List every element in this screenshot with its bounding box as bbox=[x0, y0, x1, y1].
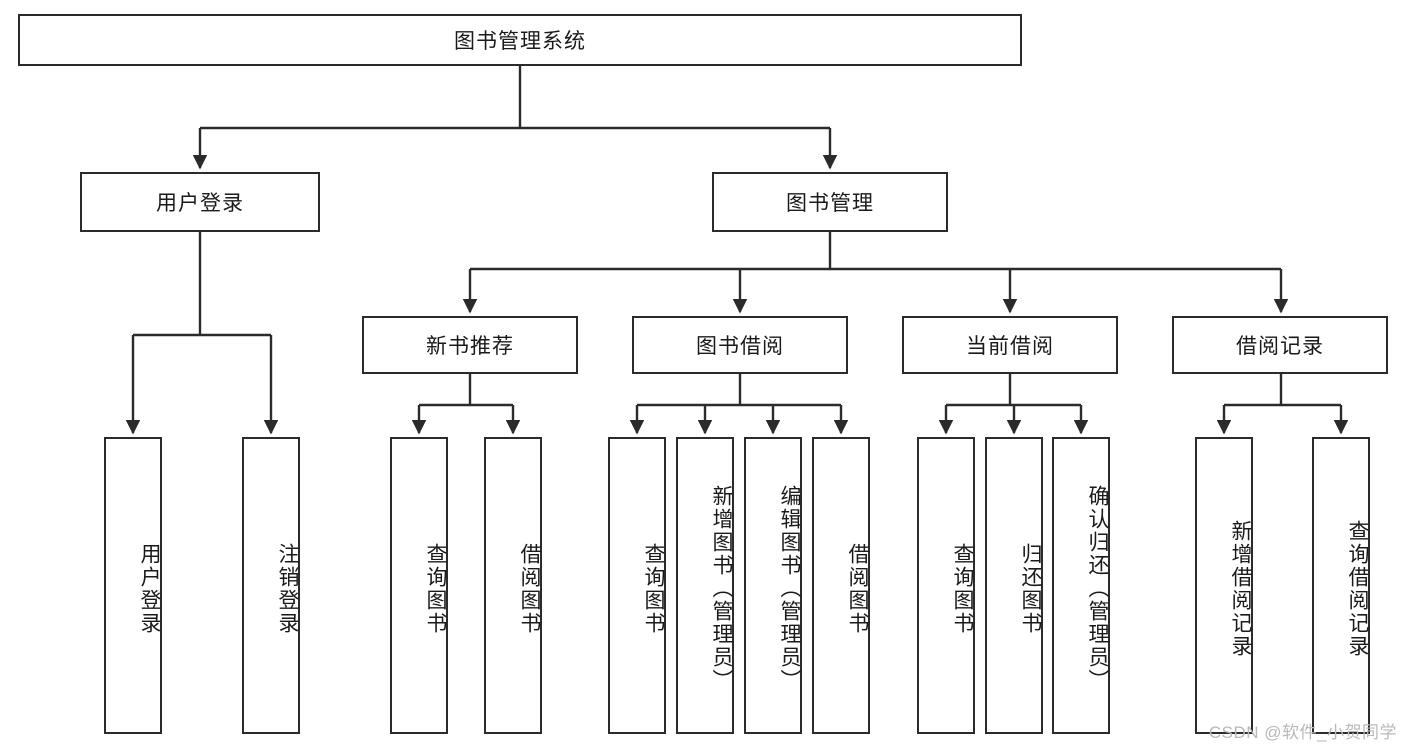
leaf-user-login-label: 用户登录 bbox=[138, 542, 161, 635]
leaf-add-record[interactable]: 新增借阅记录 bbox=[1195, 437, 1253, 734]
leaf-add-record-label: 新增借阅记录 bbox=[1229, 519, 1252, 658]
leaf-add-book[interactable]: 新增图书（管理员） bbox=[676, 437, 734, 734]
leaf-query-book-3-label: 查询图书 bbox=[951, 542, 974, 635]
node-root[interactable]: 图书管理系统 bbox=[18, 14, 1022, 66]
leaf-query-book-3[interactable]: 查询图书 bbox=[917, 437, 975, 734]
leaf-confirm-return[interactable]: 确认归还（管理员） bbox=[1052, 437, 1110, 734]
leaf-user-login[interactable]: 用户登录 bbox=[104, 437, 162, 734]
node-new-book-recommend[interactable]: 新书推荐 bbox=[362, 316, 578, 374]
leaf-borrow-book-1-label: 借阅图书 bbox=[518, 542, 541, 635]
leaf-edit-book[interactable]: 编辑图书（管理员） bbox=[744, 437, 802, 734]
node-current-borrow[interactable]: 当前借阅 bbox=[902, 316, 1118, 374]
node-book-borrow-label: 图书借阅 bbox=[696, 335, 784, 358]
leaf-borrow-book-1[interactable]: 借阅图书 bbox=[484, 437, 542, 734]
leaf-add-book-label: 新增图书（管理员） bbox=[710, 485, 733, 692]
leaf-return-book-label: 归还图书 bbox=[1019, 542, 1042, 635]
leaf-return-book[interactable]: 归还图书 bbox=[985, 437, 1043, 734]
leaf-edit-book-label: 编辑图书（管理员） bbox=[778, 485, 801, 692]
leaf-query-book-1-label: 查询图书 bbox=[424, 542, 447, 635]
leaf-logout-login[interactable]: 注销登录 bbox=[242, 437, 300, 734]
leaf-query-record[interactable]: 查询借阅记录 bbox=[1312, 437, 1370, 734]
node-borrow-record[interactable]: 借阅记录 bbox=[1172, 316, 1388, 374]
node-user-login-label: 用户登录 bbox=[156, 192, 244, 215]
leaf-logout-login-label: 注销登录 bbox=[276, 542, 299, 635]
node-root-label: 图书管理系统 bbox=[454, 30, 586, 53]
leaf-borrow-book-2[interactable]: 借阅图书 bbox=[812, 437, 870, 734]
leaf-borrow-book-2-label: 借阅图书 bbox=[846, 542, 869, 635]
leaf-query-book-2-label: 查询图书 bbox=[642, 542, 665, 635]
node-borrow-record-label: 借阅记录 bbox=[1236, 335, 1324, 358]
leaf-query-record-label: 查询借阅记录 bbox=[1346, 519, 1369, 658]
leaf-query-book-2[interactable]: 查询图书 bbox=[608, 437, 666, 734]
node-book-manage-label: 图书管理 bbox=[786, 192, 874, 215]
node-user-login[interactable]: 用户登录 bbox=[80, 172, 320, 232]
leaf-query-book-1[interactable]: 查询图书 bbox=[390, 437, 448, 734]
node-book-manage[interactable]: 图书管理 bbox=[712, 172, 948, 232]
node-book-borrow[interactable]: 图书借阅 bbox=[632, 316, 848, 374]
leaf-confirm-return-label: 确认归还（管理员） bbox=[1086, 485, 1109, 692]
csdn-watermark: CSDN @软件_小贺同学 bbox=[1208, 723, 1397, 742]
node-new-book-recommend-label: 新书推荐 bbox=[426, 335, 514, 358]
node-current-borrow-label: 当前借阅 bbox=[966, 335, 1054, 358]
